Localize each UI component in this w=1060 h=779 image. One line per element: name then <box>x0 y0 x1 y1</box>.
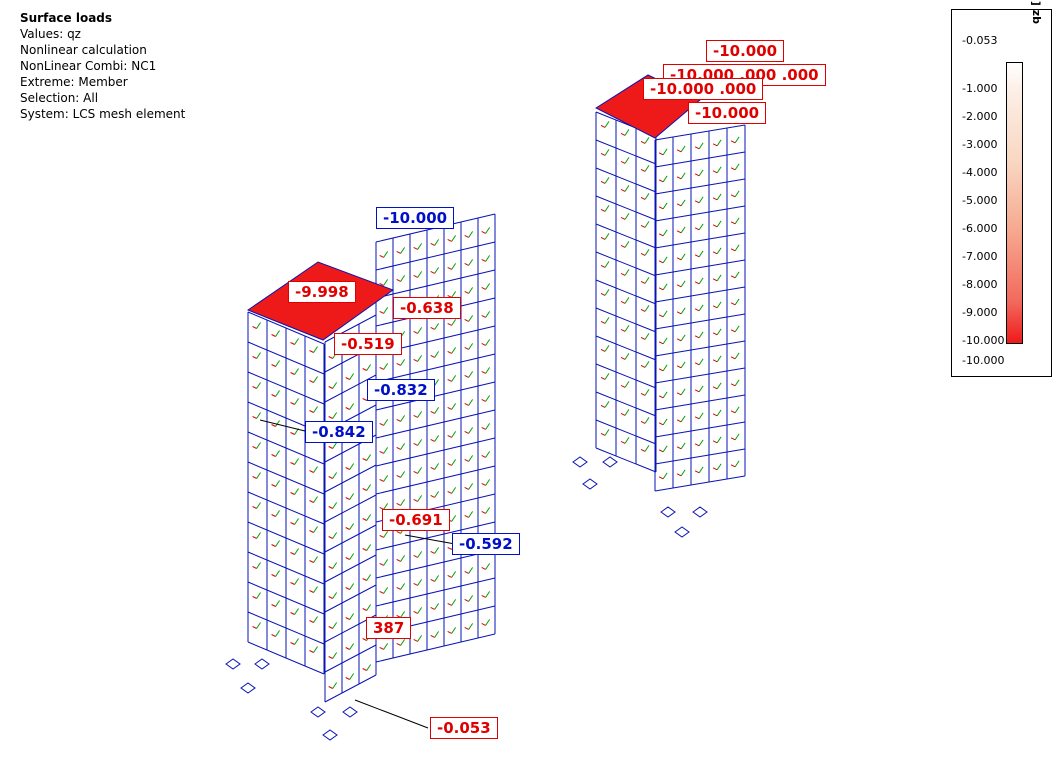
legend-value: -10.000 <box>962 334 1005 347</box>
info-combination: NonLinear Combi: NC1 <box>20 59 157 73</box>
result-label[interactable]: -0.638 <box>393 297 461 319</box>
legend-color-bar <box>1006 62 1023 344</box>
info-calculation: Nonlinear calculation <box>20 43 147 57</box>
legend-value: -9.000 <box>962 306 998 319</box>
legend-value: -2.000 <box>962 110 998 123</box>
right-wall-mesh <box>595 111 746 492</box>
support-symbols <box>225 456 708 741</box>
result-label[interactable]: -0.592 <box>452 533 520 555</box>
info-title: Surface loads <box>20 11 113 25</box>
result-label[interactable]: -10.000 <box>376 207 455 229</box>
result-label[interactable]: -10.000 <box>688 102 767 124</box>
info-selection: Selection: All <box>20 91 99 105</box>
legend-axis-label: qz [kN/m²] <box>1029 0 1060 24</box>
result-label[interactable]: -0.842 <box>305 421 373 443</box>
legend-value: -6.000 <box>962 222 998 235</box>
result-label[interactable]: -10.000 .000 <box>643 78 764 100</box>
result-label[interactable]: -9.998 <box>288 281 356 303</box>
result-label[interactable]: -10.000 <box>706 40 785 62</box>
legend-value: -8.000 <box>962 278 998 291</box>
result-label[interactable]: -0.691 <box>382 509 450 531</box>
label-leader-lines <box>259 419 456 729</box>
info-extreme: Extreme: Member <box>20 75 128 89</box>
legend-value: -7.000 <box>962 250 998 263</box>
legend-value: -10.000 <box>962 354 1005 367</box>
color-legend: -0.053 -1.000 -2.000 -3.000 -4.000 -5.00… <box>951 0 1052 377</box>
result-label[interactable]: -0.832 <box>367 379 435 401</box>
legend-value: -0.053 <box>962 34 998 47</box>
result-info-panel: Surface loads Values: qz Nonlinear calcu… <box>20 10 185 122</box>
legend-value: -3.000 <box>962 138 998 151</box>
info-values: Values: qz <box>20 27 81 41</box>
legend-value: -1.000 <box>962 82 998 95</box>
result-label[interactable]: -0.053 <box>430 717 498 739</box>
legend-value: -5.000 <box>962 194 998 207</box>
info-system: System: LCS mesh element <box>20 107 186 121</box>
result-label[interactable]: -0.519 <box>334 333 402 355</box>
legend-value: -4.000 <box>962 166 998 179</box>
result-label[interactable]: 387 <box>366 617 412 639</box>
